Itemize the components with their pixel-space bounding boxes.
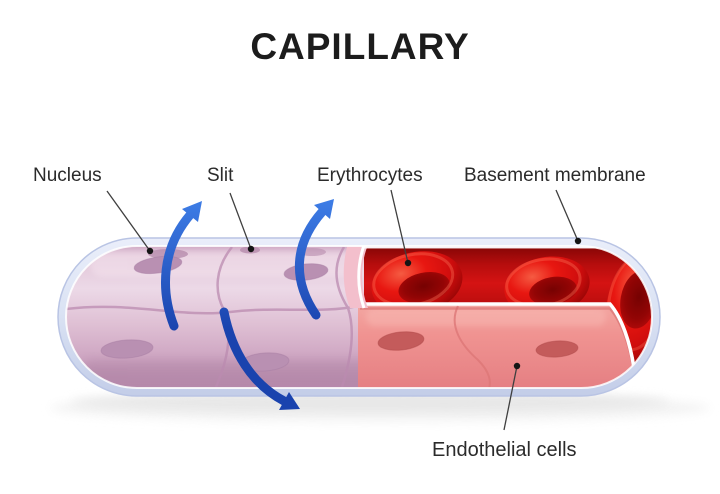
erythrocyte-1 — [371, 251, 463, 315]
capillary-tube-interior — [66, 246, 652, 388]
endothelium-highlight — [366, 308, 606, 326]
leader-line-endothelial-cells — [503, 365, 518, 431]
filtration-arrow-1 — [161, 201, 202, 331]
leader-line-slit — [229, 192, 252, 250]
leader-line-nucleus — [106, 190, 151, 252]
cut-edge-lines — [360, 302, 636, 373]
leader-line-basement-membrane — [555, 189, 579, 242]
membrane-inner-rim — [65, 245, 653, 389]
label-nucleus: Nucleus — [33, 165, 102, 186]
endothelial-cell-boundary — [453, 305, 491, 388]
leader-line-erythrocytes — [390, 189, 409, 264]
leader-lines — [106, 189, 579, 431]
page-title: CAPILLARY — [250, 26, 470, 67]
cut-wall-thickness — [343, 246, 368, 309]
label-basement-membrane: Basement membrane — [464, 165, 646, 186]
endothelial-nuclei — [377, 331, 579, 358]
filtration-arrow-2 — [295, 199, 334, 320]
filtration-arrows — [161, 199, 334, 410]
leader-dots — [146, 237, 582, 370]
filtration-arrow-3 — [219, 307, 300, 410]
label-slit: Slit — [207, 165, 234, 186]
label-endothelial-cells: Endothelial cells — [432, 439, 577, 461]
label-erythrocytes: Erythrocytes — [317, 165, 423, 186]
endothelial-layer — [358, 304, 638, 388]
erythrocyte-2 — [504, 256, 590, 316]
ground-shadow — [50, 392, 710, 422]
